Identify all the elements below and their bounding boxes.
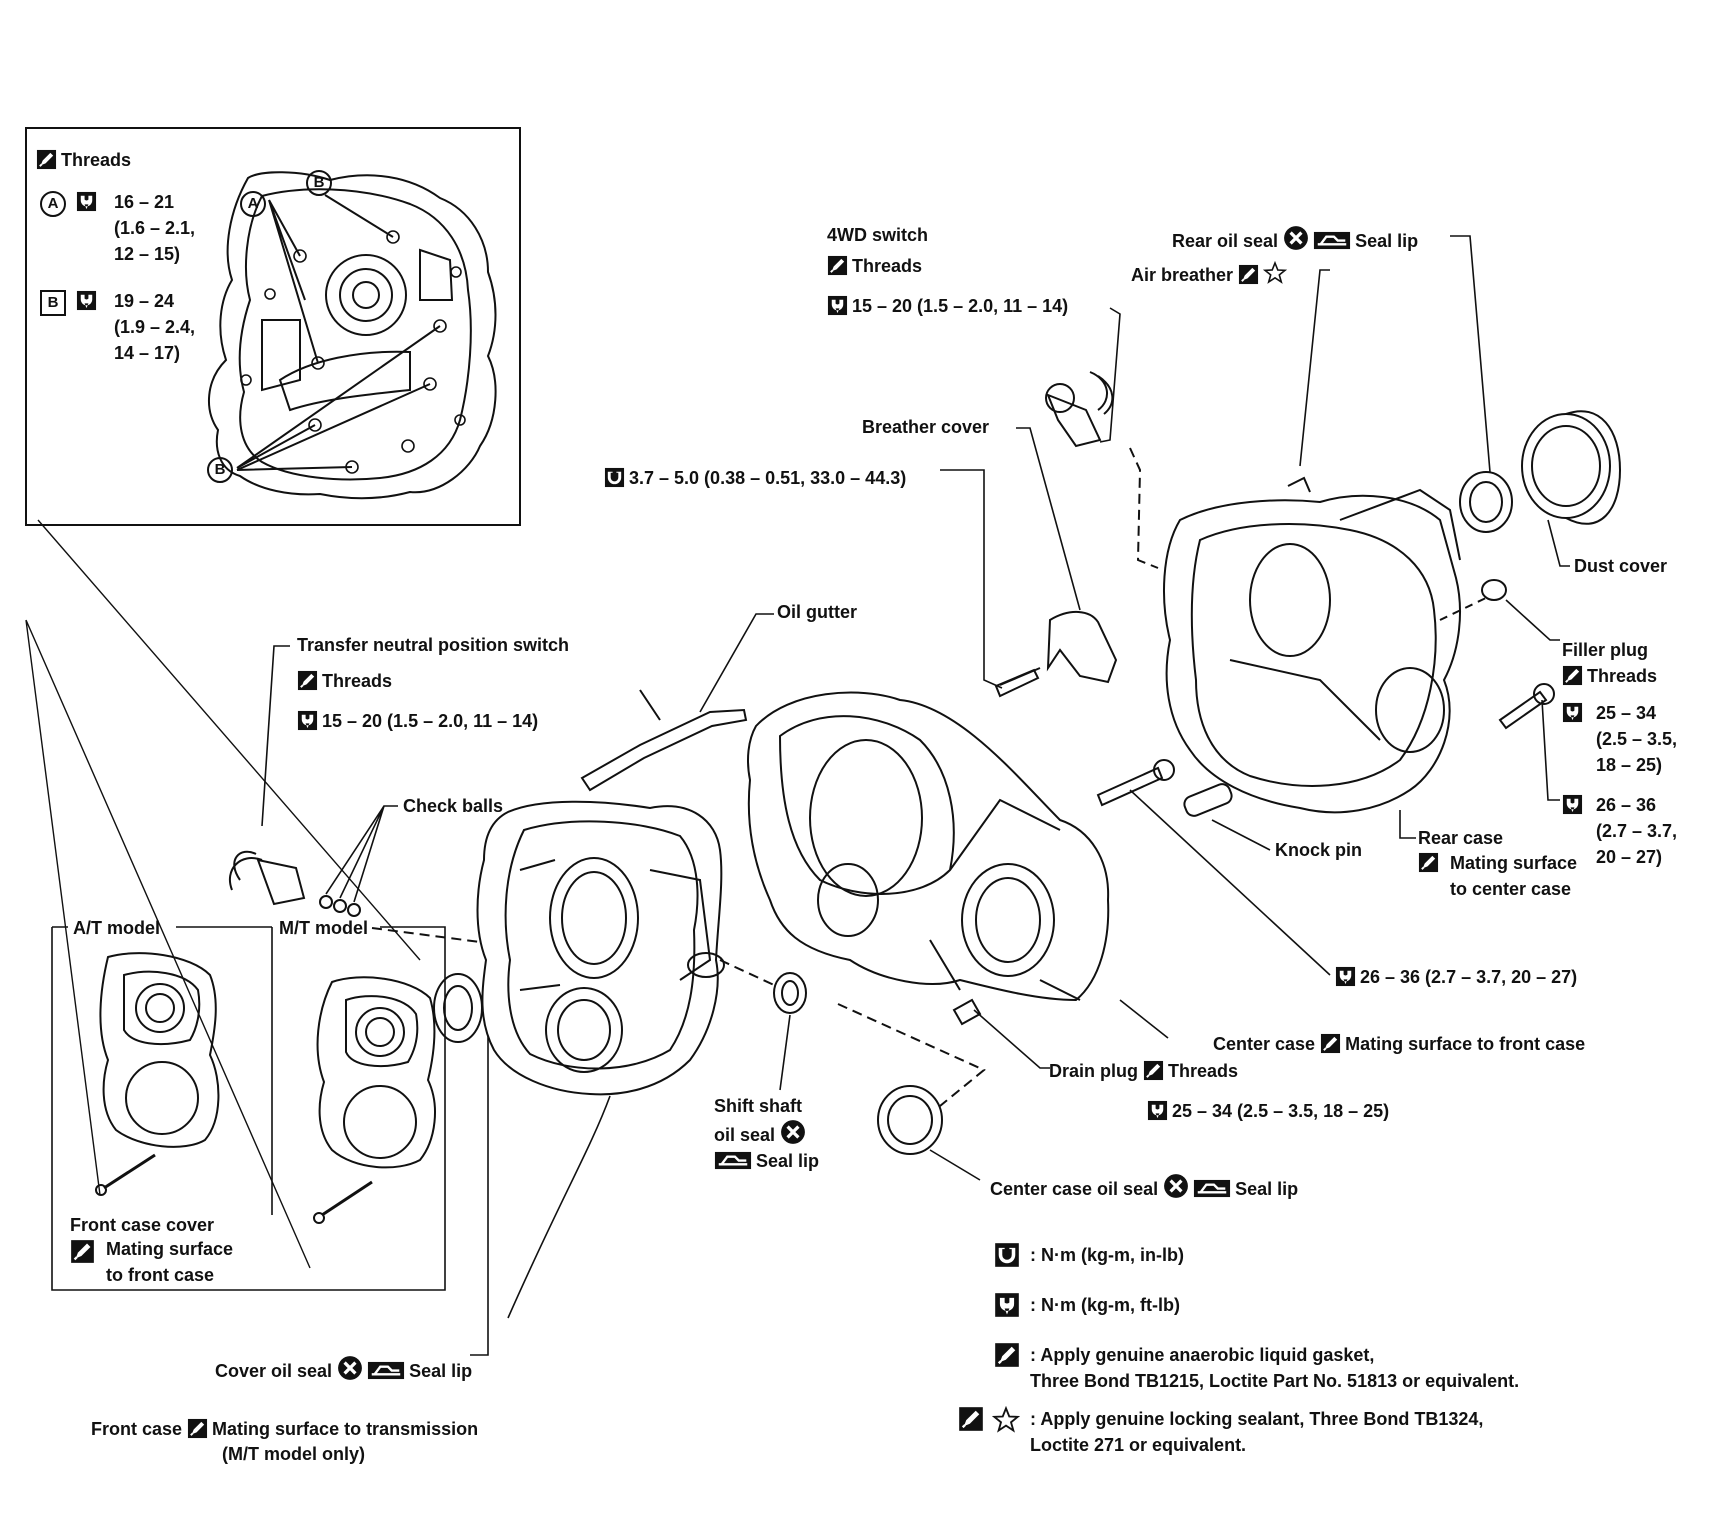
- tag-a-marker: A: [40, 191, 66, 217]
- replace-seal-icon: [780, 1119, 806, 1145]
- label-oil-gutter: Oil gutter: [777, 602, 857, 622]
- label-front-case-cover: Front case cover: [70, 1215, 215, 1235]
- label-tnp-switch: Transfer neutral position switch: [297, 635, 570, 655]
- label-breather-bolt-torque: 3.7 – 5.0 (0.38 – 0.51, 33.0 – 44.3): [604, 467, 906, 489]
- inset-threads-label: Threads: [36, 149, 131, 171]
- seal-lip-grease-icon: [367, 1360, 405, 1381]
- seal-lip-grease-icon: [1193, 1178, 1231, 1199]
- label-tnp-threads: Threads: [297, 670, 392, 692]
- liquid-gasket-icon: [1418, 852, 1439, 873]
- torque-ftlb-icon: [1562, 794, 1583, 815]
- label-filler-torque: 25 – 34(2.5 – 3.5,18 – 25): [1562, 700, 1677, 778]
- inset-b-callout-bottom: B: [207, 457, 233, 483]
- locking-sealant-star-icon: [1263, 261, 1287, 285]
- liquid-gasket-icon: [827, 255, 848, 276]
- label-breather-cover: Breather cover: [862, 417, 990, 437]
- liquid-gasket-icon: [1238, 264, 1259, 285]
- replace-seal-icon: [1283, 225, 1309, 251]
- label-rear-case-bolt-torque: 26 – 36(2.7 – 3.7,20 – 27): [1562, 792, 1677, 870]
- torque-inlb-icon: [604, 467, 625, 488]
- label-at-model: A/T model: [73, 918, 161, 938]
- seal-lip-grease-icon: [714, 1150, 752, 1171]
- inset-b-torque: B 19 – 24 (1.9 – 2.4, 14 – 17): [40, 288, 195, 366]
- liquid-gasket-icon: [70, 1239, 95, 1264]
- liquid-gasket-icon: [958, 1406, 984, 1432]
- liquid-gasket-icon: [1562, 665, 1583, 686]
- liquid-gasket-icon: [187, 1418, 208, 1439]
- legend-ftlb: : N·m (kg-m, ft-lb): [952, 1292, 1519, 1318]
- liquid-gasket-icon: [297, 670, 318, 691]
- torque-ftlb-icon: [1562, 702, 1583, 723]
- torque-inlb-icon: [994, 1242, 1020, 1268]
- label-center-case: Center case Mating surface to front case: [1213, 1033, 1586, 1054]
- label-mt-model: M/T model: [279, 918, 368, 938]
- label-front-case: Front case Mating surface to transmissio…: [91, 1418, 479, 1439]
- torque-ftlb-icon: [827, 295, 848, 316]
- inset-a-callout: A: [240, 191, 266, 217]
- legend-gasket: : Apply genuine anaerobic liquid gasket,…: [952, 1342, 1519, 1394]
- locking-sealant-star-icon: [992, 1406, 1020, 1434]
- inset-b-callout-top: B: [306, 170, 332, 196]
- inset-a-torque: A 16 – 21 (1.6 – 2.1, 12 – 15): [40, 189, 195, 267]
- liquid-gasket-icon: [1320, 1033, 1341, 1054]
- legend-sealant: : Apply genuine locking sealant, Three B…: [952, 1406, 1519, 1458]
- label-air-breather: Air breather: [1131, 261, 1291, 286]
- torque-ftlb-icon: [994, 1292, 1020, 1318]
- torque-ftlb-icon: [76, 191, 97, 212]
- liquid-gasket-icon: [36, 149, 57, 170]
- replace-seal-icon: [1163, 1173, 1189, 1199]
- liquid-gasket-icon: [1143, 1060, 1164, 1081]
- label-drain-plug: Drain plug Threads: [1049, 1060, 1239, 1081]
- legend-inlb: : N·m (kg-m, in-lb): [952, 1242, 1519, 1268]
- label-knock-pin: Knock pin: [1275, 840, 1363, 860]
- label-4wd-torque: 15 – 20 (1.5 – 2.0, 11 – 14): [827, 295, 1068, 317]
- label-rear-case: Rear case: [1418, 828, 1504, 848]
- label-4wd-threads: Threads: [827, 255, 922, 277]
- replace-seal-icon: [337, 1355, 363, 1381]
- label-rear-oil-seal: Rear oil seal Seal lip: [1172, 225, 1418, 252]
- label-center-case-oil-seal: Center case oil seal Seal lip: [990, 1173, 1298, 1200]
- label-drain-torque: 25 – 34 (2.5 – 3.5, 18 – 25): [1147, 1100, 1389, 1122]
- label-center-bolt-torque: 26 – 36 (2.7 – 3.7, 20 – 27): [1335, 966, 1577, 988]
- torque-ftlb-icon: [1147, 1100, 1168, 1121]
- seal-lip-grease-icon: [1313, 230, 1351, 251]
- liquid-gasket-icon: [994, 1342, 1020, 1368]
- torque-ftlb-icon: [76, 290, 97, 311]
- label-cover-oil-seal: Cover oil seal Seal lip: [215, 1355, 472, 1382]
- inset-case-outline: [208, 171, 497, 500]
- label-filler-plug: Filler plug: [1562, 640, 1649, 660]
- label-front-case-note: (M/T model only): [222, 1444, 365, 1464]
- symbol-legend: : N·m (kg-m, in-lb) : N·m (kg-m, ft-lb) …: [952, 1242, 1519, 1482]
- torque-ftlb-icon: [1335, 966, 1356, 987]
- label-shift-shaft-seal: Shift shaft oil seal Seal lip: [714, 1096, 820, 1171]
- torque-ftlb-icon: [297, 710, 318, 731]
- label-dust-cover: Dust cover: [1574, 556, 1668, 576]
- label-check-balls: Check balls: [403, 796, 504, 816]
- label-tnp-torque: 15 – 20 (1.5 – 2.0, 11 – 14): [297, 710, 538, 732]
- label-filler-threads: Threads: [1562, 665, 1657, 687]
- label-4wd-switch: 4WD switch: [827, 225, 929, 245]
- tag-b-marker: B: [40, 290, 66, 316]
- inset-frame: [25, 127, 521, 526]
